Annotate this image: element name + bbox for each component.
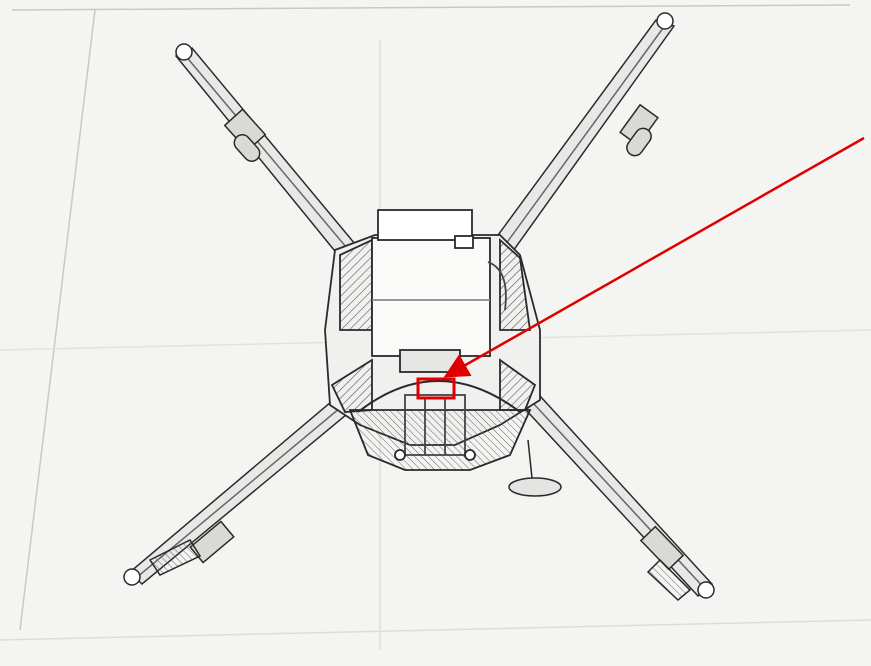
battery-box [371,237,491,357]
highlight-box [416,377,456,400]
motor-bottom-left [123,568,141,586]
landing-foot [508,439,562,497]
motor-top-left [175,43,193,61]
annotation-arrow [443,136,865,378]
battery-top [377,209,473,241]
motor-bottom-right [697,581,715,599]
drone-frame [324,209,541,471]
motor-mounts [123,12,715,601]
frame-arc [357,380,521,413]
motor-top-right [656,12,674,30]
